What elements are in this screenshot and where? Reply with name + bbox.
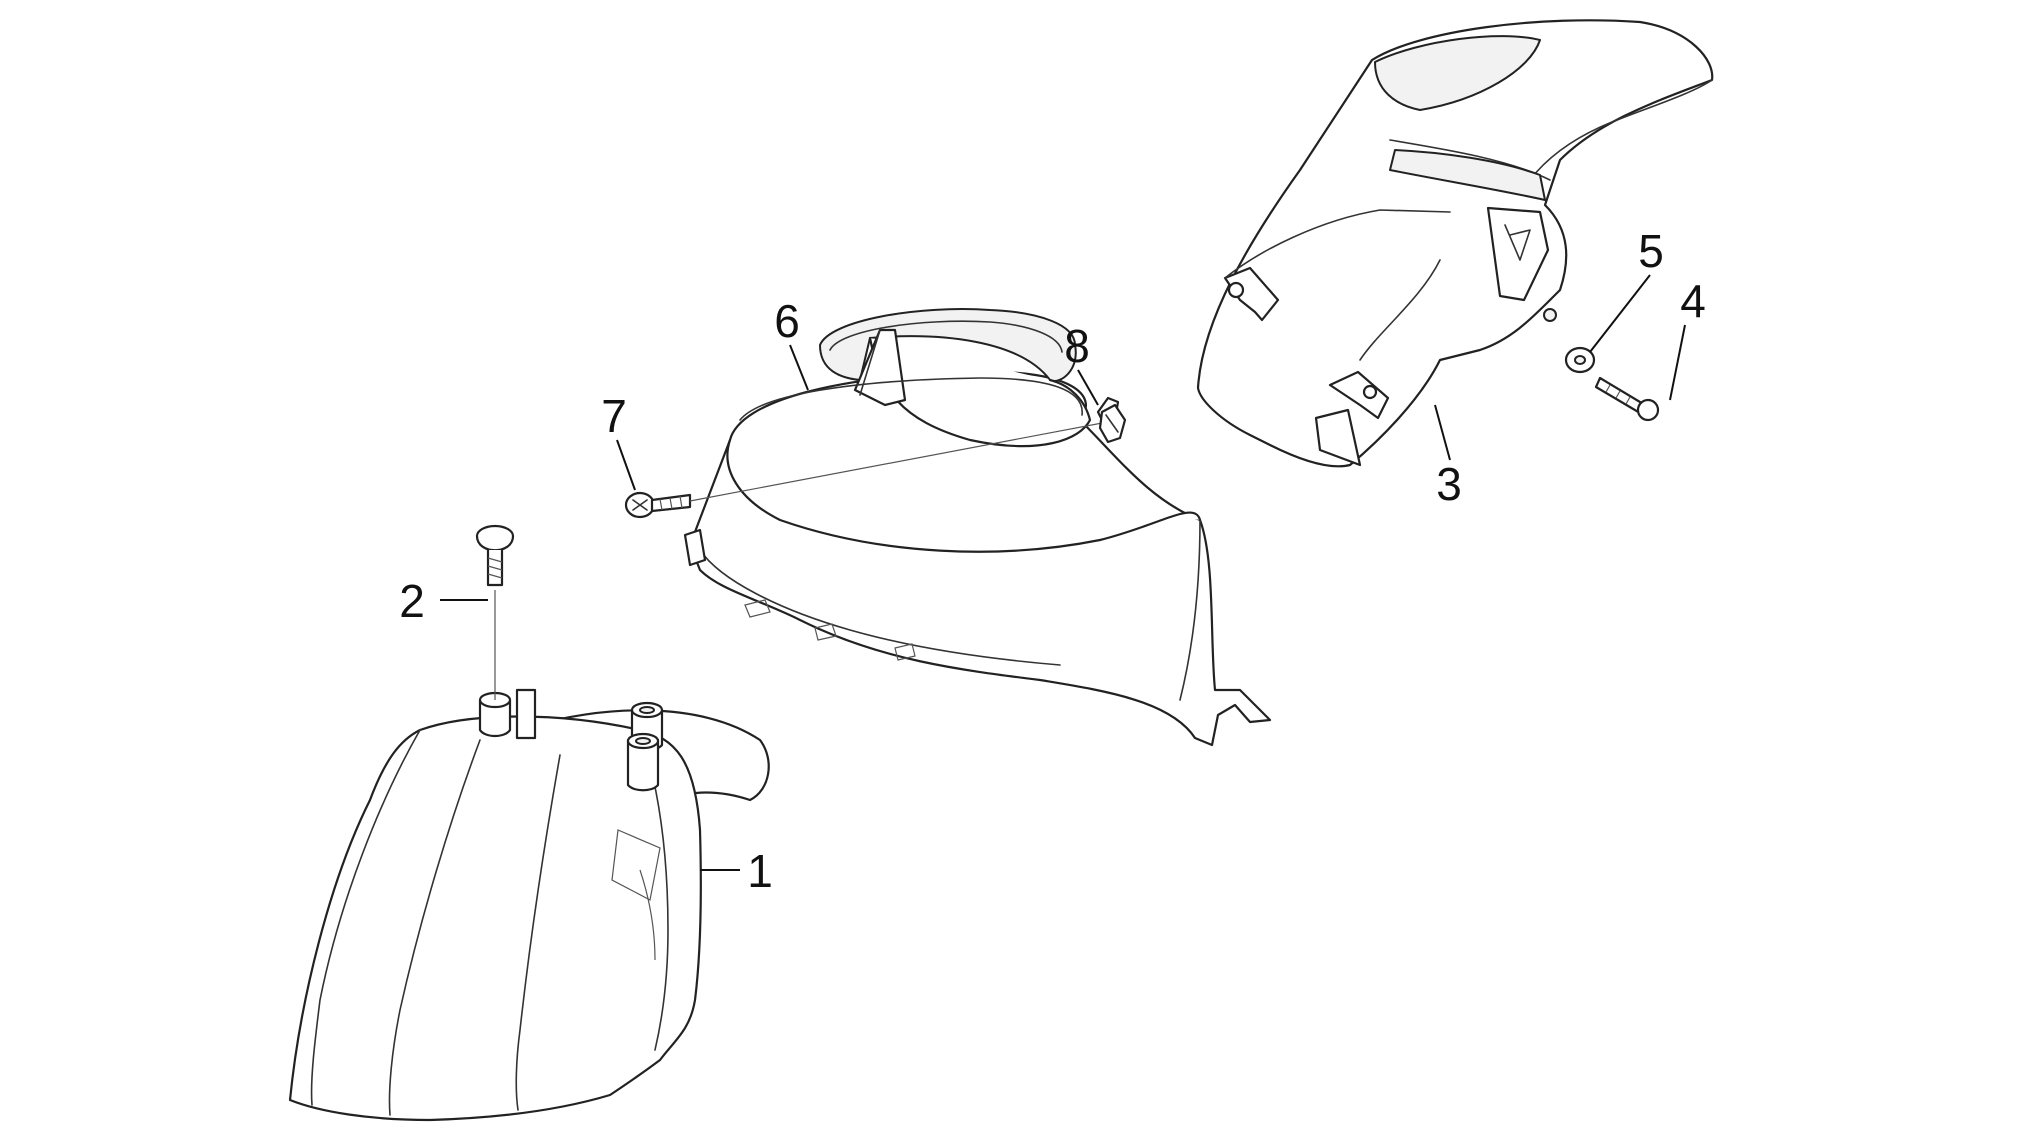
part-6-inner-shield — [683, 308, 1272, 747]
callout-3: 3 — [1436, 458, 1462, 510]
callout-8: 8 — [1064, 320, 1090, 372]
part-1-front-mudguard — [288, 688, 770, 1122]
part-2-screw — [475, 524, 515, 700]
callout-7: 7 — [601, 390, 627, 442]
leader-lines — [440, 274, 1686, 871]
leader-5 — [1589, 274, 1651, 353]
callout-5: 5 — [1638, 225, 1664, 277]
callout-4: 4 — [1680, 275, 1706, 327]
callout-2: 2 — [399, 575, 425, 627]
callout-labels: 1 2 3 4 5 6 7 8 — [399, 225, 1706, 897]
callout-1: 1 — [747, 845, 773, 897]
part-8-clip-nut — [1098, 403, 1127, 444]
part-4-screw — [1594, 376, 1660, 422]
part-5-washer — [1564, 346, 1596, 374]
leader-6 — [789, 344, 809, 391]
leader-3 — [1434, 404, 1451, 461]
leader-4 — [1669, 324, 1686, 401]
part-3-rear-mudguard — [1196, 19, 1714, 468]
part-7-screw — [624, 419, 1119, 519]
leader-8 — [1077, 369, 1099, 406]
callout-6: 6 — [774, 295, 800, 347]
leader-7 — [616, 439, 636, 491]
